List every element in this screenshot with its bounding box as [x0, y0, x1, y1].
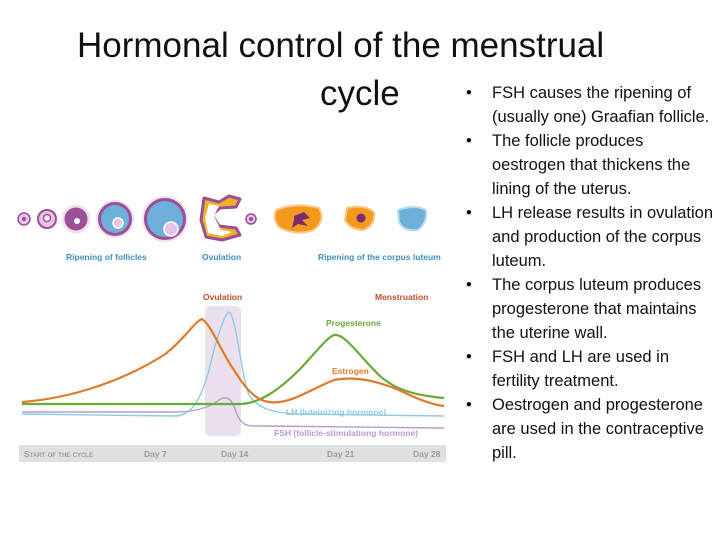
menstrual-cycle-diagram: Ripening of follicles Ovulation Ripening…	[17, 194, 446, 462]
title-line-2: cycle	[320, 74, 400, 113]
bullet-item: FSH causes the ripening of (usually one)…	[466, 81, 716, 129]
slide-title: Hormonal control of the menstrual cycle	[40, 22, 680, 118]
ripening-label: Ripening of follicles	[66, 252, 147, 262]
ovulating-follicle	[199, 194, 257, 242]
bullet-item: FSH and LH are used in fertility treatme…	[466, 345, 716, 393]
follicle-1	[17, 212, 31, 226]
menstruation-label: Menstruation	[375, 292, 428, 302]
bullet-item: The corpus luteum produces progesterone …	[466, 273, 716, 345]
lh-label: LH (luteinizing hormone)	[286, 407, 386, 417]
timeline-bar	[19, 445, 446, 462]
title-line-1: Hormonal control of the menstrual	[77, 26, 605, 65]
fsh-label: FSH (follicle-stimulationg hormone)	[274, 428, 418, 438]
bullet-item: The follicle produces oestrogen that thi…	[466, 129, 716, 201]
estrogen-label: Estrogen	[332, 366, 369, 376]
bullet-item: Oestrogen and progesterone are used in t…	[466, 393, 716, 465]
timeline-day-14: Day 14	[221, 449, 249, 459]
progesterone-label: Progesterone	[326, 318, 381, 328]
progesterone-curve	[22, 333, 445, 406]
fsh-curve	[22, 397, 445, 429]
timeline-day-7: Day 7	[144, 449, 167, 459]
follicle-3	[61, 204, 91, 234]
lh-curve	[21, 311, 445, 417]
bullet-item: LH release results in ovulation and prod…	[466, 201, 716, 273]
bullet-list: FSH causes the ripening of (usually one)…	[466, 81, 716, 465]
ovulation-label: Ovulation	[203, 292, 242, 302]
timeline-start: Start of the cycle	[24, 449, 93, 459]
corpus-luteum-2	[343, 205, 376, 232]
estrogen-curve	[21, 317, 445, 408]
follicle-stages	[17, 194, 428, 242]
corpus-luteum-label: Ripening of the corpus luteum	[318, 252, 441, 262]
follicle-2	[37, 209, 57, 229]
corpus-luteum-1	[273, 204, 323, 234]
follicle-4	[96, 200, 134, 238]
timeline-day-21: Day 21	[327, 449, 355, 459]
timeline-day-28: Day 28	[413, 449, 441, 459]
ovulation-top-label: Ovulation	[202, 252, 241, 262]
corpus-albicans	[396, 206, 428, 232]
follicle-5	[142, 196, 188, 242]
